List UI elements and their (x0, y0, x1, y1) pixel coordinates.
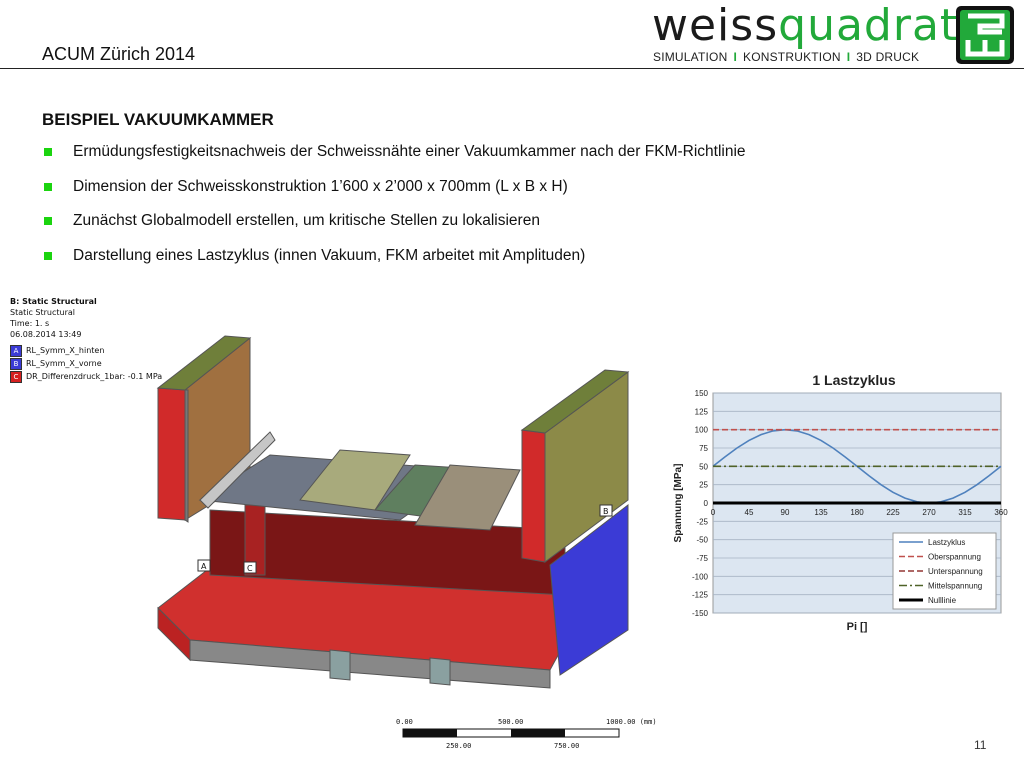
bullet-text: Ermüdungsfestigkeitsnachweis der Schweis… (73, 143, 746, 160)
vacuum-chamber-model-illustration: A C B (156, 335, 630, 689)
x-tick-label: 180 (850, 508, 864, 517)
model-info-panel: B: Static Structural Static Structural T… (10, 296, 162, 383)
model-legend-row: B RL_Symm_X_vorne (10, 357, 162, 370)
y-tick-label: -25 (696, 517, 708, 526)
x-tick-label: 270 (922, 508, 936, 517)
bullet-list: Ermüdungsfestigkeitsnachweis der Schweis… (42, 142, 746, 280)
x-tick-label: 225 (886, 508, 900, 517)
tagline-konstruktion: KONSTRUKTION (743, 50, 841, 64)
marker-c: C (247, 564, 253, 573)
y-tick-label: -50 (696, 536, 708, 545)
legend-label-a: RL_Symm_X_hinten (26, 346, 105, 355)
list-item: Zunächst Globalmodell erstellen, um krit… (42, 211, 746, 246)
company-tagline: SIMULATION I KONSTRUKTION I 3D DRUCK (653, 50, 919, 64)
logo-word-part2: quadrat (778, 0, 959, 51)
bullet-square-icon (44, 148, 52, 156)
legend-label: Nulllinie (928, 596, 957, 605)
scale-label-0: 0.00 (396, 718, 413, 726)
scale-label-500: 500.00 (498, 718, 523, 726)
y-tick-label: -75 (696, 554, 708, 563)
y-tick-label: -150 (692, 609, 709, 618)
y-tick-label: -125 (692, 591, 709, 600)
header-divider (0, 68, 1024, 69)
bullet-text: Dimension der Schweisskonstruktion 1’600… (73, 177, 568, 195)
legend-key-c: C (10, 370, 22, 383)
list-item: Darstellung eines Lastzyklus (innen Vaku… (42, 246, 746, 281)
y-tick-label: 100 (695, 426, 709, 435)
list-item: Dimension der Schweisskonstruktion 1’600… (42, 177, 746, 212)
x-tick-label: 315 (958, 508, 972, 517)
bullet-square-icon (44, 217, 52, 225)
y-tick-label: 25 (699, 481, 708, 490)
y-tick-label: 50 (699, 462, 708, 471)
company-logo-mark-icon (956, 6, 1014, 64)
tagline-separator: I (846, 50, 851, 64)
x-tick-label: 45 (745, 508, 754, 517)
x-axis-label: Pi [] (847, 621, 868, 633)
x-tick-label: 360 (994, 508, 1008, 517)
legend-label: Mittelspannung (928, 582, 982, 591)
scale-label-750: 750.00 (554, 742, 579, 750)
page-number: 11 (974, 738, 987, 752)
load-cycle-chart: 1 Lastzyklus1501251007550250-25-50-75-10… (673, 372, 1008, 633)
legend-label-b: RL_Symm_X_vorne (26, 359, 102, 368)
company-logo-wordmark: weissquadrat (652, 0, 958, 51)
model-legend-row: C DR_Differenzdruck_1bar: -0.1 MPa (10, 370, 162, 383)
y-tick-label: -100 (692, 572, 709, 581)
legend-label: Unterspannung (928, 567, 983, 576)
bullet-text: Zunächst Globalmodell erstellen, um krit… (73, 212, 540, 229)
chart-title: 1 Lastzyklus (812, 372, 895, 388)
y-tick-label: 0 (704, 499, 709, 508)
y-tick-label: 75 (699, 444, 708, 453)
logo-word-part1: weiss (652, 0, 779, 51)
legend-label: Oberspannung (928, 553, 981, 562)
presentation-title: ACUM Zürich 2014 (42, 44, 196, 64)
legend-key-a: A (10, 344, 22, 357)
legend-label: Lastzyklus (928, 538, 965, 547)
model-time: Time: 1. s (10, 319, 50, 328)
tagline-3d-druck: 3D DRUCK (856, 50, 920, 64)
scale-label-250: 250.00 (446, 742, 471, 750)
bullet-square-icon (44, 182, 52, 191)
x-tick-label: 135 (814, 508, 828, 517)
tagline-separator: I (733, 50, 737, 64)
scale-label-1000: 1000.00 (mm) (606, 718, 657, 726)
model-type: Static Structural (10, 308, 76, 317)
list-item: Ermüdungsfestigkeitsnachweis der Schweis… (42, 142, 746, 177)
x-tick-label: 90 (781, 508, 790, 517)
y-tick-label: 125 (695, 407, 709, 416)
x-tick-label: 0 (711, 508, 716, 517)
section-heading: BEISPIEL VAKUUMKAMMER (42, 110, 274, 129)
marker-a: A (201, 562, 207, 571)
y-tick-label: 150 (695, 389, 709, 398)
marker-b: B (603, 507, 609, 516)
model-title: B: Static Structural (10, 297, 97, 306)
y-axis-label: Spannung [MPa] (673, 464, 684, 543)
model-legend-row: A RL_Symm_X_hinten (10, 344, 162, 357)
model-date: 06.08.2014 13:49 (10, 330, 82, 339)
bullet-square-icon (44, 251, 52, 260)
scale-bar: 0.00 500.00 1000.00 (mm) 250.00 750.00 (396, 718, 657, 750)
legend-key-b: B (10, 357, 22, 370)
bullet-text: Darstellung eines Lastzyklus (innen Vaku… (73, 246, 586, 264)
legend-label-c: DR_Differenzdruck_1bar: -0.1 MPa (26, 372, 163, 381)
tagline-simulation: SIMULATION (653, 50, 728, 64)
